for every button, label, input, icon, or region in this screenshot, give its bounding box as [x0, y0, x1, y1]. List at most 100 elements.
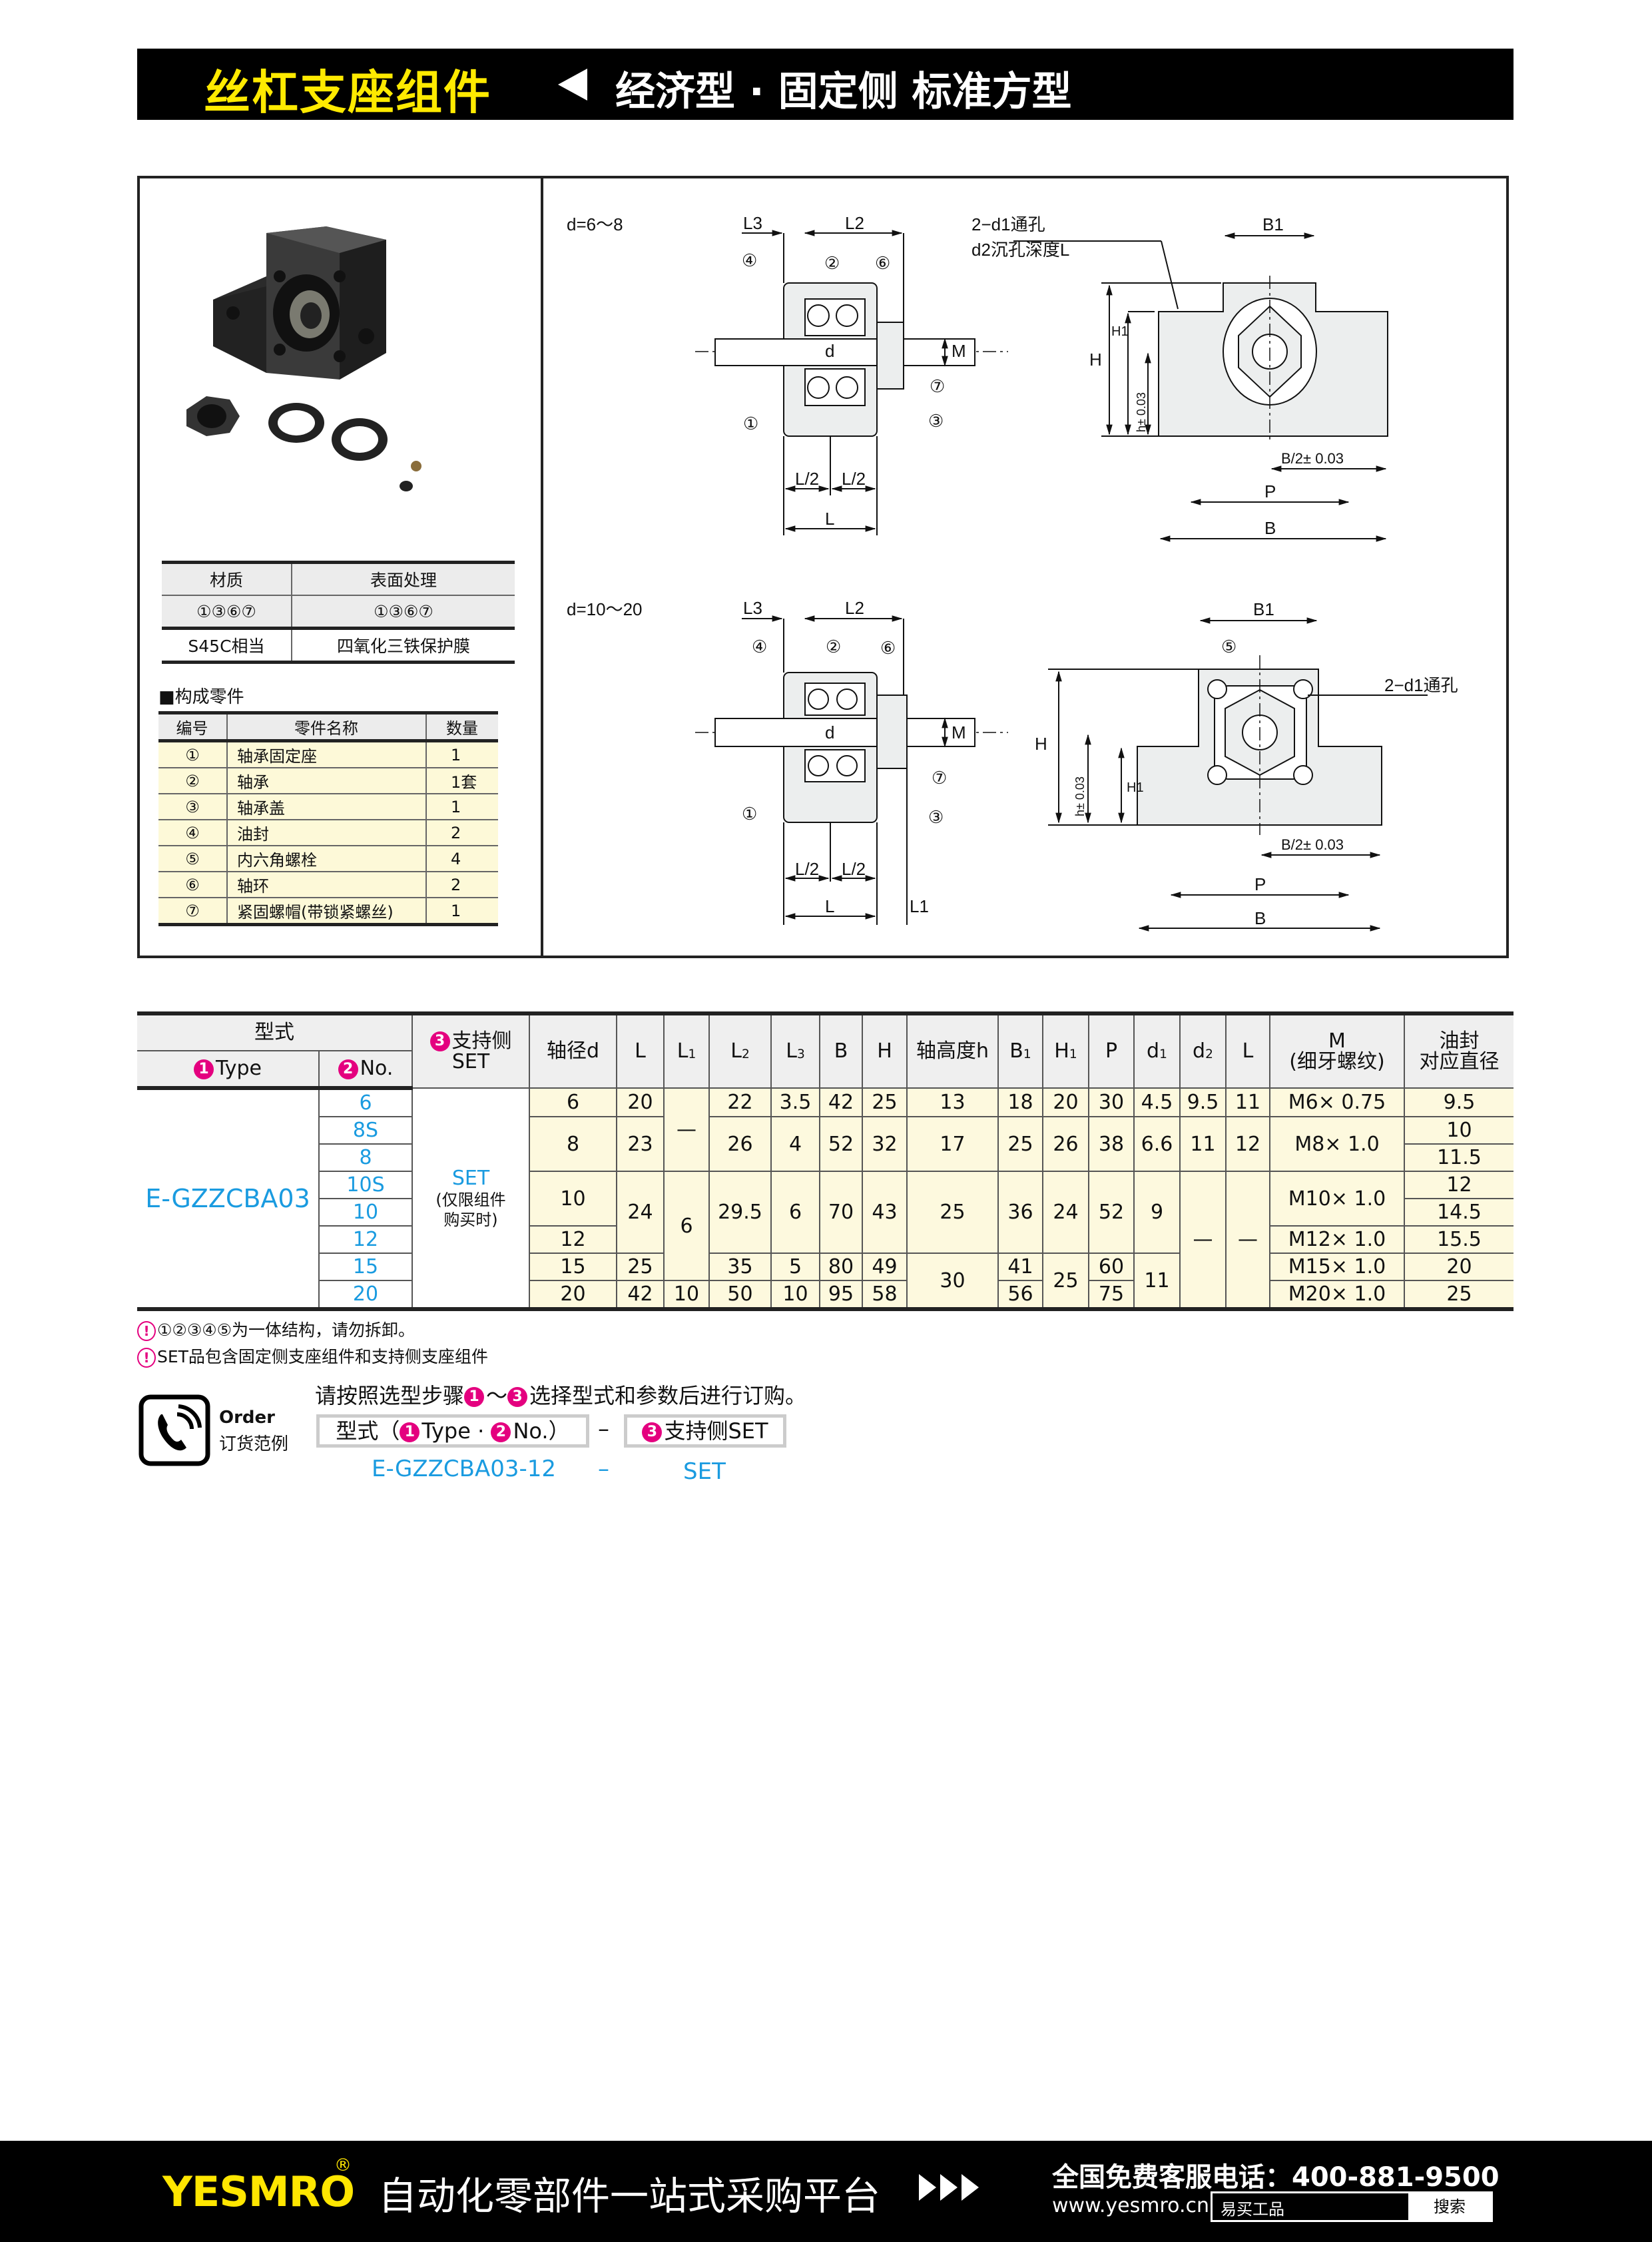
- dim-L-half: L/2: [795, 859, 819, 879]
- badge-2: 2: [338, 1059, 358, 1079]
- search-box[interactable]: 易买工品 搜索: [1211, 2191, 1493, 2222]
- example-model: E-GZZCBA03-12: [372, 1456, 557, 1482]
- spec-cell: 32: [862, 1116, 907, 1171]
- no-value[interactable]: 20: [318, 1280, 412, 1311]
- spec-cell: 6: [663, 1171, 709, 1280]
- column-header-label: L: [786, 1039, 797, 1063]
- part-name: 油封: [226, 819, 426, 846]
- spec-cell: 25: [997, 1116, 1043, 1171]
- spec-cell: 41: [997, 1253, 1043, 1280]
- type-value[interactable]: E-GZZCBA03: [137, 1087, 319, 1311]
- arrow-right-icon: [962, 2174, 979, 2201]
- dim-L1: L1: [910, 896, 929, 916]
- callout-2: ②: [826, 637, 841, 657]
- hole-note: 2−d1通孔: [1384, 675, 1458, 695]
- dim-L: L: [825, 509, 834, 529]
- note-2: !SET品包含固定侧支座组件和支持侧支座组件: [137, 1346, 488, 1368]
- no-value[interactable]: 8S: [318, 1116, 412, 1144]
- spec-cell: 30: [906, 1253, 998, 1311]
- column-header-label: 油封 对应直径: [1419, 1029, 1500, 1073]
- dim-H: H: [1035, 734, 1047, 754]
- registered-mark: ®: [334, 2155, 352, 2175]
- part-no: ①: [158, 740, 227, 768]
- box-text: 型式（: [336, 1418, 400, 1444]
- material-header: 材质: [162, 561, 292, 595]
- website-link[interactable]: www.yesmro.cn: [1052, 2194, 1210, 2217]
- column-header: H1: [1042, 1011, 1089, 1088]
- column-header-label: P: [1105, 1039, 1118, 1063]
- column-header-subscript: 1: [1159, 1047, 1167, 1062]
- no-value[interactable]: 15: [318, 1253, 412, 1280]
- no-value[interactable]: 6: [318, 1087, 412, 1117]
- column-header: d2: [1179, 1011, 1226, 1088]
- spec-cell: M6× 0.75: [1269, 1087, 1404, 1117]
- spec-cell: M15× 1.0: [1269, 1253, 1404, 1280]
- product-panel: [137, 176, 1509, 958]
- model-header: 型式: [137, 1011, 412, 1051]
- column-header-subscript: 2: [1205, 1047, 1213, 1062]
- page-title: 丝杠支座组件: [204, 65, 491, 120]
- spec-cell: 8: [529, 1116, 617, 1171]
- spec-cell: 24: [616, 1171, 664, 1253]
- no-value[interactable]: 10S: [318, 1171, 412, 1199]
- spec-cell: 60: [1088, 1253, 1134, 1280]
- page-subtitle: 经济型 · 固定侧 标准方型: [615, 69, 1072, 115]
- page-header: 丝杠支座组件 经济型 · 固定侧 标准方型: [137, 49, 1514, 120]
- callout-6: ⑥: [875, 253, 890, 273]
- spec-cell: 4: [770, 1116, 820, 1171]
- range-label: d=10～20: [567, 599, 642, 619]
- callout-3: ③: [928, 807, 944, 827]
- column-header-label: L: [677, 1039, 688, 1063]
- spec-cell: 13: [906, 1087, 998, 1117]
- column-header: 轴高度h: [906, 1011, 998, 1088]
- example-set: SET: [683, 1458, 726, 1485]
- set-value[interactable]: SET(仅限组件 购买时): [412, 1087, 529, 1311]
- spec-cell: 25: [1404, 1280, 1514, 1311]
- callout-1: ①: [742, 804, 757, 824]
- type-header-label: Type: [216, 1057, 262, 1081]
- column-header: L1: [663, 1011, 709, 1088]
- warning-icon: !: [137, 1321, 156, 1341]
- column-header-label: L: [730, 1039, 742, 1063]
- part-name: 紧固螺帽(带锁紧螺丝): [226, 897, 426, 926]
- column-header-label: 轴高度h: [916, 1039, 989, 1063]
- no-value[interactable]: 12: [318, 1225, 412, 1253]
- dim-L-half: L/2: [795, 469, 819, 489]
- set-note: (仅限组件 购买时): [435, 1190, 506, 1229]
- order-dash: –: [598, 1416, 609, 1442]
- part-no: ⑥: [158, 871, 227, 898]
- spec-cell: 20: [529, 1280, 617, 1311]
- spec-cell: 36: [997, 1171, 1043, 1253]
- no-value[interactable]: 10: [318, 1198, 412, 1226]
- spec-cell: 26: [708, 1116, 771, 1171]
- dim-L-half: L/2: [842, 859, 866, 879]
- callout-7: ⑦: [932, 768, 947, 788]
- dim-L3: L3: [743, 213, 762, 233]
- part-name: 轴承: [226, 767, 426, 794]
- set-header-label: 支持侧 SET: [451, 1029, 512, 1073]
- column-header-label: M (细牙螺纹): [1289, 1029, 1385, 1073]
- spec-cell: 24: [1042, 1171, 1089, 1253]
- part-qty: 1: [425, 793, 498, 820]
- column-header-subscript: 3: [796, 1047, 805, 1062]
- spec-cell: 25: [862, 1087, 907, 1117]
- search-button[interactable]: 搜索: [1408, 2193, 1491, 2220]
- part-no: ③: [158, 793, 227, 820]
- search-input[interactable]: 易买工品: [1221, 2200, 1284, 2219]
- hole-note: 2−d1通孔: [971, 214, 1045, 234]
- dim-M: M: [952, 341, 966, 361]
- spec-cell: 20: [1404, 1253, 1514, 1280]
- drawing-d6-8-labels: d=6～8 L3 L2 M d ④ ② ⑥ ⑦ ③ ① L/2 L/2 L 2−…: [567, 213, 1344, 538]
- dim-B-half: B/2± 0.03: [1281, 450, 1344, 467]
- callout-2: ②: [824, 253, 840, 273]
- no-value[interactable]: 8: [318, 1143, 412, 1171]
